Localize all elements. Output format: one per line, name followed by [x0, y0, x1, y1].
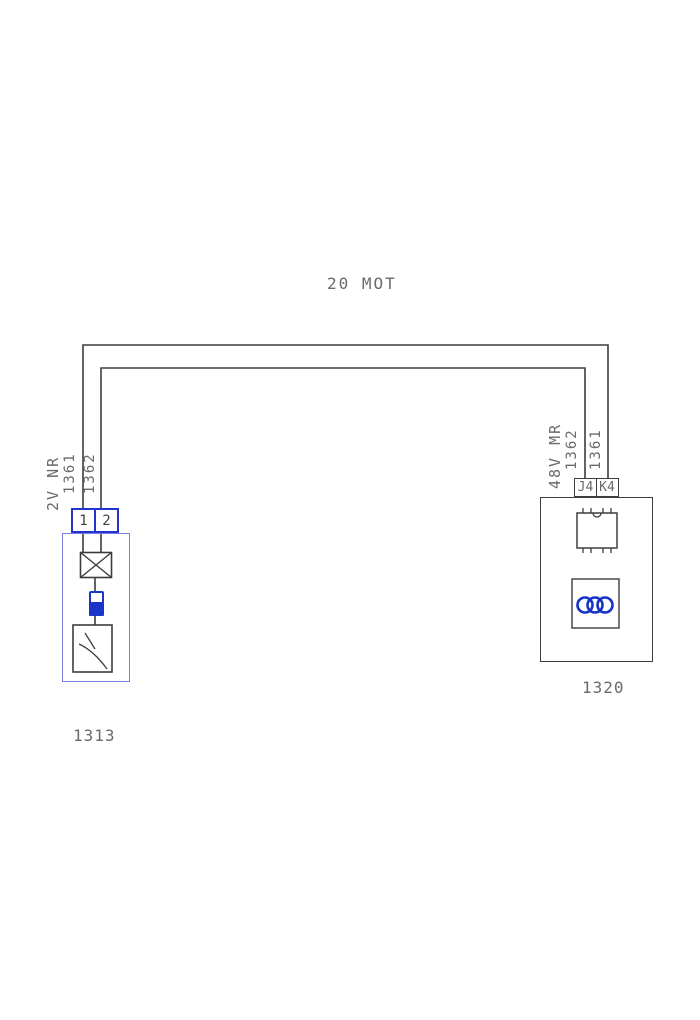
wire-1362 [100, 367, 586, 509]
right-wire-label-1361: 1361 [588, 428, 604, 470]
left-component-box [62, 533, 130, 682]
gauge-icon [72, 624, 113, 673]
right-harness-label: 48V MR [546, 422, 564, 489]
led-indicator-fill [91, 601, 102, 614]
right-pin-j4: J4 [574, 478, 597, 497]
diagram-title: 20 MOT [327, 274, 397, 293]
led-indicator-icon [89, 591, 104, 616]
right-connector: J4 K4 [574, 478, 619, 497]
left-connector: 1 2 [71, 508, 119, 533]
right-pin-k4: K4 [595, 478, 619, 497]
solenoid-coil-icon [571, 578, 620, 629]
left-pin-1: 1 [71, 508, 96, 533]
right-wire-label-1362: 1362 [564, 428, 580, 470]
right-component-box [540, 497, 653, 662]
left-wire-label-1361: 1361 [62, 452, 78, 494]
left-pin-2: 2 [94, 508, 119, 533]
left-wire-label-1362: 1362 [82, 452, 98, 494]
ecu-chip-icon [576, 508, 618, 553]
lamp-icon [79, 551, 113, 579]
left-component-id: 1313 [73, 726, 116, 745]
left-harness-label: 2V NR [44, 455, 62, 511]
right-component-id: 1320 [582, 678, 625, 697]
wire-1361 [82, 344, 609, 509]
